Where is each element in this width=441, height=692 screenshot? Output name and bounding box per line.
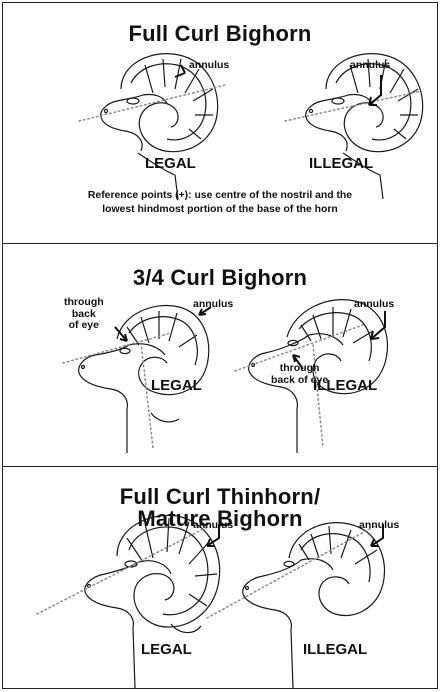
eye-reference-label: through back of eye — [64, 297, 104, 332]
panel-three-quarter-curl-bighorn: 3/4 Curl Bighorn — [3, 243, 437, 466]
panel-full-curl-thinhorn: Full Curl Thinhorn/ Mature Bighorn — [3, 466, 437, 690]
annulus-label: annulus — [359, 520, 399, 532]
panel-full-curl-bighorn: Full Curl Bighorn — [3, 3, 437, 243]
annulus-label: annulus — [350, 60, 390, 72]
annulus-label: annulus — [189, 60, 229, 72]
reference-points-note: Reference points (+): use centre of the … — [3, 189, 437, 217]
verdict-illegal: ILLEGAL — [303, 641, 367, 658]
ram-head-diagrams — [3, 466, 439, 690]
verdict-legal: LEGAL — [141, 641, 192, 658]
ram-head-diagrams — [3, 243, 439, 466]
annulus-label: annulus — [193, 299, 233, 311]
verdict-illegal: ILLEGAL — [313, 377, 377, 394]
annulus-label: annulus — [354, 299, 394, 311]
verdict-legal: LEGAL — [145, 155, 196, 172]
verdict-illegal: ILLEGAL — [309, 155, 373, 172]
annulus-label: annulus — [193, 520, 233, 532]
verdict-legal: LEGAL — [151, 377, 202, 394]
